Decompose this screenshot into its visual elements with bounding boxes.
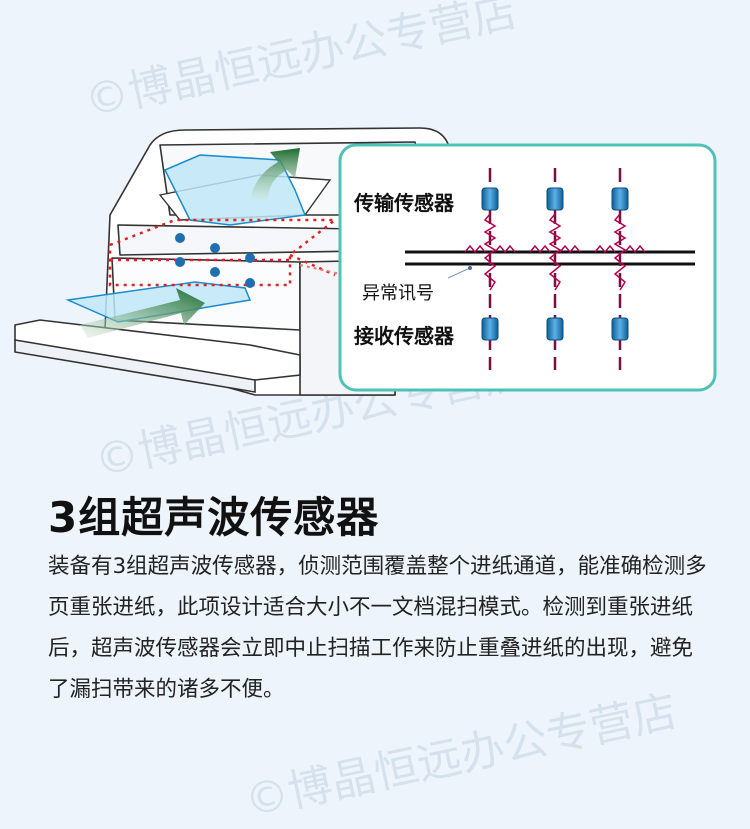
callout-connector bbox=[299, 264, 346, 276]
abnormal-signal-label: 异常讯号 bbox=[362, 283, 434, 304]
sensor-columns bbox=[464, 168, 646, 370]
transmit-sensor-label: 传输传感器 bbox=[354, 191, 454, 215]
receive-sensor-icon bbox=[481, 317, 629, 341]
feed-in-arrow bbox=[80, 288, 205, 338]
page-title: 3组超声波传感器 bbox=[48, 493, 380, 542]
sensor-dots bbox=[175, 233, 255, 288]
transmit-sensor-icon bbox=[481, 187, 629, 211]
receive-sensor-label: 接收传感器 bbox=[354, 324, 454, 348]
sensor-callout-panel bbox=[338, 143, 717, 392]
scanner-sensor-illustration bbox=[14, 127, 717, 396]
description-paragraph: 装备有3组超声波传感器，侦测范围覆盖整个进纸通道，能准确检测多页重张进纸，此项设… bbox=[48, 554, 707, 702]
feed-out-arrow bbox=[250, 148, 300, 200]
